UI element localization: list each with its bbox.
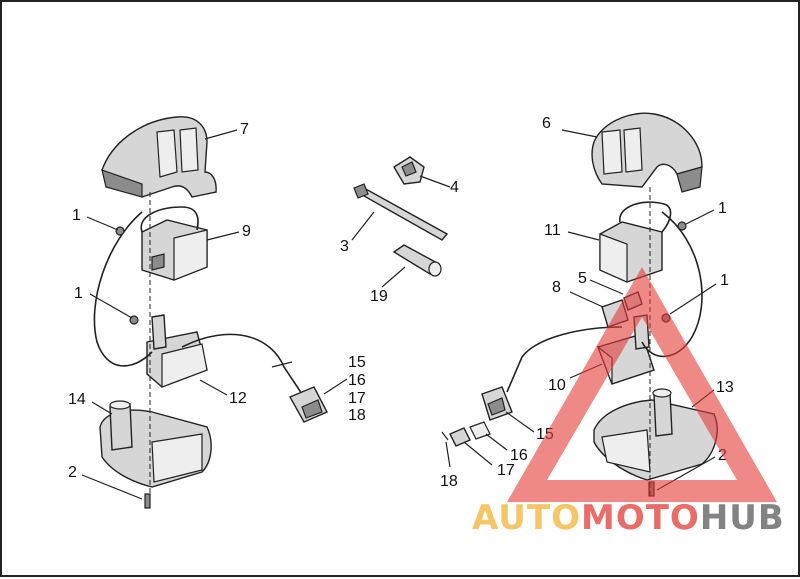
part-3-cable-tie [353,183,449,241]
center-parts [351,156,451,288]
callout-1-lower-right: 1 [720,272,729,289]
part-16-seal [469,421,491,440]
watermark-auto: AUTO [472,498,581,538]
part-14-lower-housing [99,400,212,488]
right-screw-1a [677,221,687,231]
callout-15-left: 15 [348,354,366,371]
callout-6: 6 [542,115,551,132]
callout-7: 7 [240,121,249,138]
callout-17-right: 17 [497,462,515,479]
part-19-sleeve [392,244,442,277]
callout-3: 3 [340,238,349,255]
automotohub-watermark: AUTOMOTOHUB [472,267,785,538]
callout-19: 19 [370,288,388,305]
watermark-triangle [507,267,777,502]
callout-4: 4 [450,179,459,196]
right-assembly [441,112,718,497]
svg-text:AUTOMOTOHUB: AUTOMOTOHUB [472,498,785,538]
callout-13: 13 [716,379,734,396]
callout-17-left: 17 [348,390,366,407]
part-7-upper-cover [101,116,217,198]
callouts-left: 7 9 1 1 12 14 2 15 16 17 18 [68,121,366,481]
left-screw-2 [144,493,151,509]
callout-1-lower-left: 1 [74,285,83,302]
callout-12: 12 [229,390,247,407]
left-connector [271,361,328,423]
part-11-switch-module [599,201,672,283]
callout-5: 5 [578,270,587,287]
part-6-upper-cover [591,112,703,193]
callout-2-right: 2 [718,447,727,464]
watermark-hub: HUB [700,498,785,538]
callout-10: 10 [548,377,566,394]
callouts-center: 4 3 19 [340,179,459,305]
callout-9: 9 [242,223,251,240]
part-4-clip [393,156,425,185]
left-screw-1a [115,226,125,236]
callout-11: 11 [544,222,561,239]
part-9-switch-module [140,206,208,281]
part-12-lower-switch [146,314,208,388]
callout-16-left: 16 [348,372,366,389]
left-assembly [81,116,348,509]
callout-14: 14 [68,391,86,408]
callout-18-right: 18 [440,473,458,490]
callout-8: 8 [552,279,561,296]
callout-18-left: 18 [348,407,366,424]
callouts-right: 6 11 1 1 5 8 10 13 2 15 16 17 18 [440,115,734,490]
part-18-terminal [441,431,449,441]
right-connector [481,386,513,421]
callout-2-left: 2 [68,464,77,481]
part-17-cap [449,427,471,447]
part-13-lower-housing [593,388,718,481]
watermark-moto: MOTO [581,498,700,538]
callout-1-upper-right: 1 [718,200,727,217]
callout-16-right: 16 [510,447,528,464]
callout-1-upper-left: 1 [72,207,81,224]
